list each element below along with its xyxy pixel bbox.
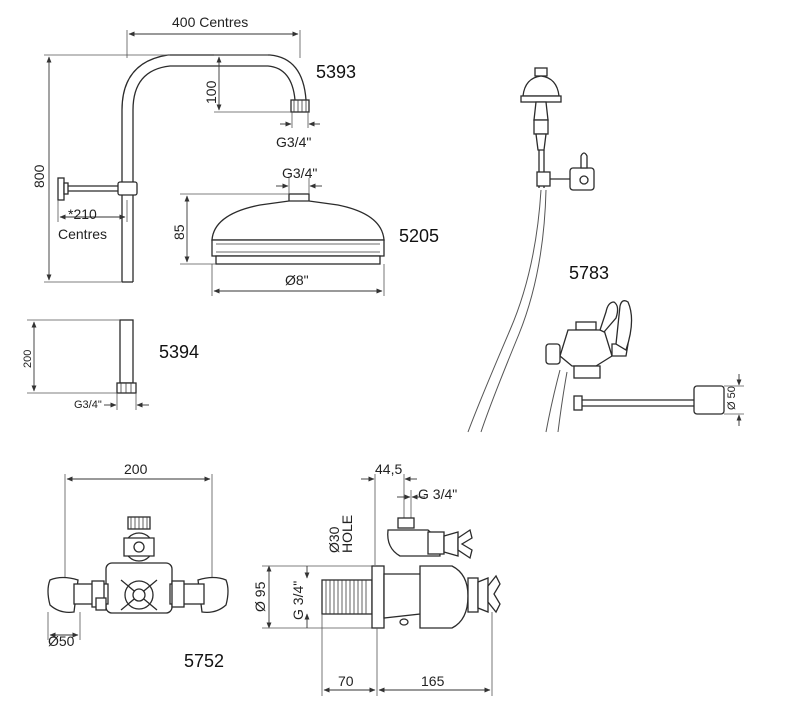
tail-cap: [573, 395, 583, 411]
bracket-offset-unit: Centres: [58, 226, 107, 242]
mixer-lever: [599, 301, 619, 333]
rose-band: [211, 239, 385, 257]
mixer-lever-right: [615, 300, 633, 351]
valve-outlet-label: Ø50: [48, 633, 75, 649]
side-bonnet: [467, 577, 479, 613]
valve-right-leg: [197, 576, 229, 613]
shower-rose-drawing: G3/4" 85 Ø8" 5205: [171, 165, 439, 296]
valve-left-leg: [47, 576, 79, 613]
valve-right-nut: [171, 580, 185, 608]
rose-face: [215, 255, 381, 265]
side-top-outlet: [397, 517, 415, 529]
tail-end: [693, 385, 725, 415]
arm-width-label: 400 Centres: [172, 14, 248, 30]
extension-drawing: 200 G3/4" 5394: [22, 319, 199, 411]
mixer-body: [559, 329, 613, 367]
rose-thread-label: G3/4": [282, 165, 317, 181]
wall-flange: [57, 177, 65, 201]
side-body-left: [383, 573, 423, 619]
side-upper-handle: [457, 528, 473, 560]
product-code-5394: 5394: [159, 342, 199, 362]
slider-clamp: [536, 171, 551, 187]
mixer-top-nut: [575, 321, 597, 331]
valve-hole-text-label: HOLE: [339, 515, 355, 553]
handset-face: [520, 95, 562, 103]
rose-dome: [211, 200, 385, 241]
bracket-boss: [63, 182, 69, 195]
outlet-lever: [580, 152, 588, 169]
product-code-5783: 5783: [569, 263, 609, 283]
extension-nut: [116, 382, 137, 394]
side-lower-handle: [487, 574, 501, 614]
mixer-left-boss: [545, 343, 561, 365]
valve-inlet-thread-label: G 3/4": [290, 581, 306, 620]
valve-width-label: 200: [124, 461, 148, 477]
valve-side-drawing: 44,5 G 3/4" Ø30 HOLE Ø 95 G 3/4": [252, 461, 501, 696]
product-code-5393: 5393: [316, 62, 356, 82]
valve-wall-depth-label: 70: [338, 673, 354, 689]
side-body-main: [419, 565, 469, 629]
riser-arm-drawing: 400 Centres 100 G3/4" 800 *210 Centres 5…: [31, 14, 356, 283]
valve-body-diameter-label: Ø 95: [252, 581, 268, 612]
rose-diameter-label: Ø8": [285, 272, 309, 288]
handset-kit-drawing: Ø 50 5783: [467, 67, 744, 433]
arm-drop-label: 100: [203, 80, 219, 104]
mixer-lower: [573, 365, 601, 379]
valve-total-depth-label: 165: [421, 673, 445, 689]
valve-top-thread-label: G 3/4": [418, 486, 457, 502]
riser-collar: [117, 181, 138, 196]
wall-outlet: [569, 167, 595, 191]
valve-front-drawing: 200 Ø50 5752: [47, 461, 229, 671]
valve-hole-size-label: Ø30: [326, 526, 342, 553]
arm-nozzle: [290, 99, 310, 113]
valve-front-depth-label: 44,5: [375, 461, 402, 477]
bracket-offset-label: *210: [68, 206, 97, 222]
side-threaded-inlet: [321, 579, 373, 615]
side-wall-plate: [371, 565, 385, 629]
temp-handle-centre: [132, 588, 146, 602]
riser-height-label: 800: [31, 164, 47, 188]
product-code-5752: 5752: [184, 651, 224, 671]
product-code-5205: 5205: [399, 226, 439, 246]
handset-cap: [534, 67, 548, 77]
handset-grip: [533, 119, 549, 135]
handset-head: [522, 75, 560, 97]
flow-handle-centre: [133, 541, 145, 553]
valve-lock: [95, 597, 107, 611]
handset-tail-label: Ø 50: [726, 386, 738, 410]
extension-height-label: 200: [22, 350, 34, 368]
side-upper-bonnet: [427, 531, 445, 555]
arm-thread-label: G3/4": [276, 134, 311, 150]
extension-thread-label: G3/4": [74, 399, 102, 411]
rose-height-label: 85: [171, 224, 187, 240]
extension-tube: [119, 319, 134, 384]
